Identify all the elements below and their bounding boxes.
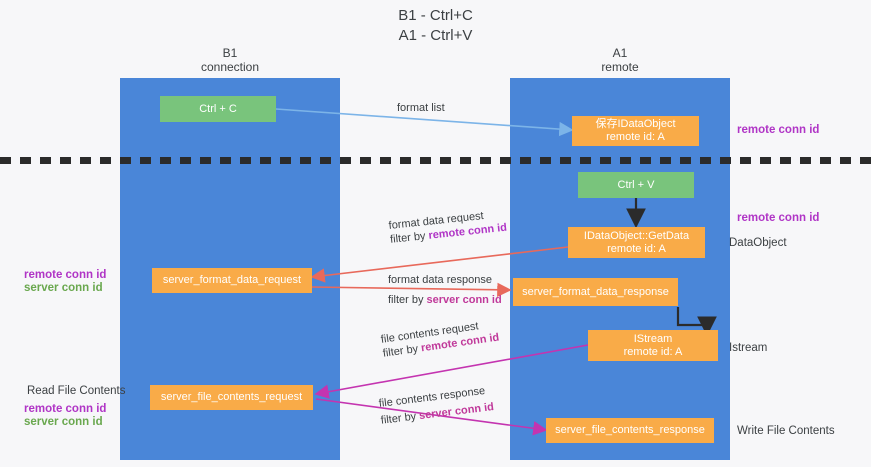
- edge-label-format-data-request: format data request filter by remote con…: [388, 207, 508, 247]
- annotation-dataobject: DataObject: [729, 237, 787, 249]
- edge-label-format-list: format list: [397, 101, 445, 115]
- annotation-left-remote-conn-id-2: remote conn id: [24, 403, 107, 415]
- filter-prefix: filter by: [389, 229, 430, 246]
- page-title: B1 - Ctrl+C A1 - Ctrl+V: [398, 7, 473, 44]
- node-idataobject-getdata[interactable]: IDataObject::GetData remote id: A: [568, 227, 705, 258]
- node-server-file-contents-request[interactable]: server_file_contents_request: [150, 385, 313, 410]
- annotation-left-server-conn-id: server conn id: [24, 282, 103, 294]
- node-ctrl-c[interactable]: Ctrl + C: [160, 96, 276, 122]
- filter-prefix: filter by: [388, 294, 427, 306]
- node-istream[interactable]: IStream remote id: A: [588, 330, 718, 361]
- filter-prefix: filter by: [380, 410, 420, 427]
- node-ctrl-v[interactable]: Ctrl + V: [578, 172, 694, 198]
- edge-label-format-data-response: format data response filter by server co…: [388, 273, 502, 307]
- edge-label-file-contents-response: file contents response filter by server …: [378, 383, 495, 428]
- phase-divider: [0, 157, 871, 164]
- edge-label-format-data-response-filter: filter by server conn id: [388, 293, 502, 307]
- edge-label-format-list-line1: format list: [397, 102, 445, 114]
- annotation-left-remote-conn-id: remote conn id: [24, 269, 107, 281]
- edge-label-format-data-response-line1: format data response: [388, 274, 492, 286]
- annotation-remote-conn-id-mid: remote conn id: [737, 212, 820, 224]
- node-server-file-contents-response[interactable]: server_file_contents_response: [546, 418, 714, 443]
- node-idataobject-store[interactable]: 保存IDataObject remote id: A: [572, 116, 699, 146]
- annotation-istream: Istream: [729, 342, 768, 354]
- filter-prefix: filter by: [382, 342, 422, 360]
- lane-header-a1: A1 remote: [601, 46, 639, 74]
- lane-header-b1: B1 connection: [200, 46, 260, 74]
- annotation-read-file-contents: Read File Contents: [27, 385, 126, 397]
- node-server-format-data-request[interactable]: server_format_data_request: [152, 268, 312, 293]
- edge-label-file-contents-request: file contents request filter by remote c…: [380, 317, 500, 361]
- filter-key-server-conn-id: server conn id: [426, 294, 502, 306]
- annotation-write-file-contents: Write File Contents: [737, 425, 835, 437]
- annotation-left-server-conn-id-2: server conn id: [24, 416, 103, 428]
- annotation-remote-conn-id-top: remote conn id: [737, 124, 820, 136]
- node-server-format-data-response[interactable]: server_format_data_response: [513, 278, 678, 306]
